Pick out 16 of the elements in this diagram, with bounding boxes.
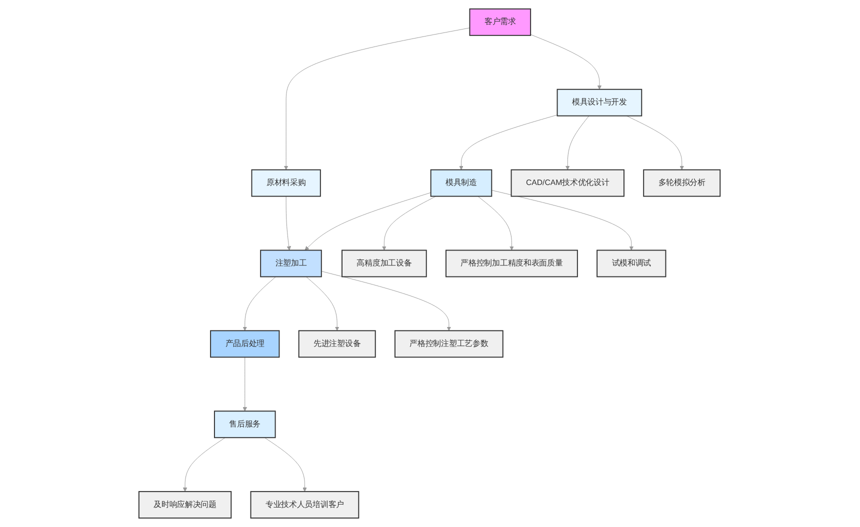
node-box: [210, 330, 280, 358]
node-box: [250, 491, 360, 519]
node-box: [644, 169, 722, 197]
node-box: [342, 250, 428, 278]
node-box: [430, 169, 493, 197]
node-box: [446, 250, 578, 278]
node-box: [138, 491, 232, 519]
node-box: [470, 8, 532, 36]
node-box: [260, 250, 322, 278]
node-box: [298, 330, 376, 358]
node-box: [557, 88, 643, 116]
node-box: [597, 250, 667, 278]
node-box: [394, 330, 504, 358]
node-box: [511, 169, 625, 197]
node-box: [214, 410, 276, 438]
node-box: [252, 169, 322, 197]
